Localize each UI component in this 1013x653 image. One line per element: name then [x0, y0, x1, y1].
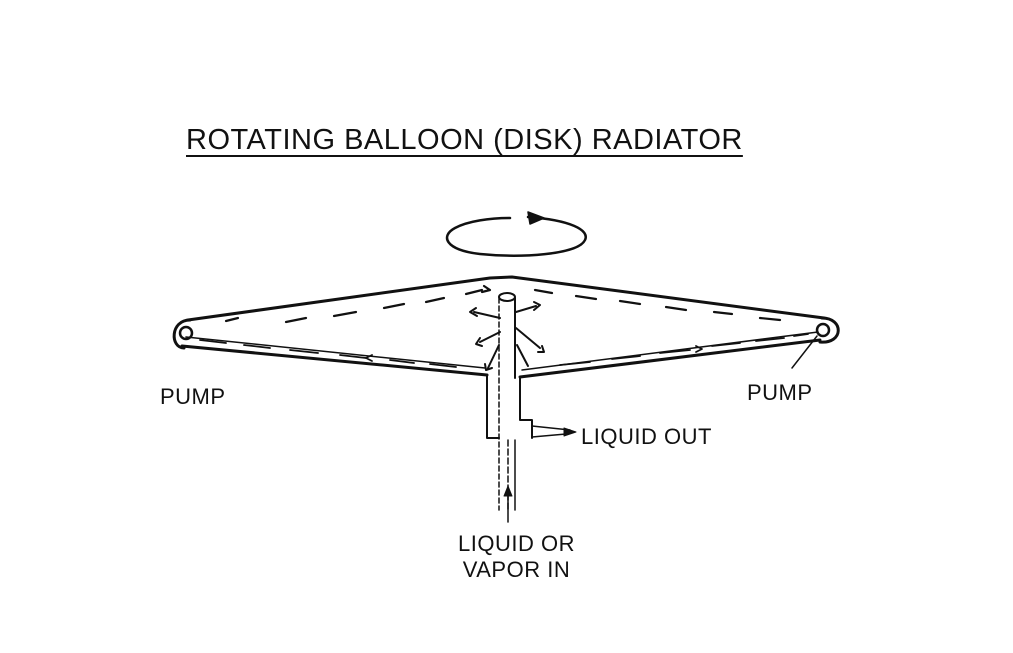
inlet-label-line2: VAPOR IN: [462, 557, 571, 582]
balloon-disk: [180, 275, 826, 379]
spray-arrows: [469, 301, 545, 371]
flow-arrows-right-band: [559, 333, 809, 366]
liquid-out-label: LIQUID OUT: [581, 424, 712, 449]
diagram-title: ROTATING BALLOON (DISK) RADIATOR: [186, 124, 743, 156]
central-shaft: [486, 292, 533, 511]
right-pump: [791, 316, 840, 369]
pump-label-right: PUMP: [747, 380, 813, 405]
pump-label-left: PUMP: [160, 384, 226, 409]
liquid-out-arrow-icon: [531, 425, 577, 438]
flow-arrows-left-band: [199, 339, 457, 368]
left-pump: [172, 318, 194, 350]
rotation-arrow-icon: [445, 211, 587, 257]
flow-arrows-top: [224, 284, 782, 324]
inlet-label-line1: LIQUID OR: [458, 531, 575, 556]
inlet-arrow-icon: [503, 485, 513, 523]
inlet-label: LIQUID OR VAPOR IN: [458, 531, 575, 583]
